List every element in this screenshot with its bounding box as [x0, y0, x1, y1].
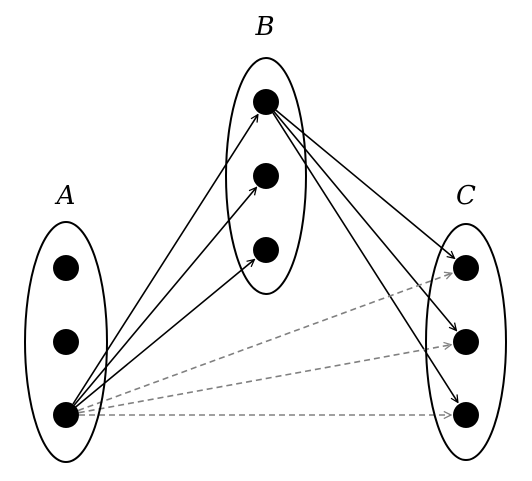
edge-a3-to-b1 [72, 115, 258, 405]
set-b: B [225, 12, 307, 295]
set-c-node-2 [453, 329, 479, 355]
set-b-ellipse [225, 57, 307, 295]
set-c: C [425, 181, 507, 461]
set-b-node-1 [253, 89, 279, 115]
set-a-label: A [55, 181, 76, 211]
set-b-node-3 [253, 237, 279, 263]
set-a-node-3 [53, 402, 79, 428]
set-c-node-3 [453, 402, 479, 428]
set-a-node-1 [53, 255, 79, 281]
set-b-label: B [254, 12, 274, 42]
set-b-node-2 [253, 163, 279, 189]
edge-b1-to-c1 [275, 109, 455, 258]
edge-a3-to-c1 [77, 273, 452, 412]
edge-a3-to-b3 [75, 260, 254, 408]
set-c-label: C [456, 181, 476, 211]
edge-b1-to-c3 [272, 112, 458, 402]
set-a-node-2 [53, 329, 79, 355]
set-a-ellipse [24, 221, 108, 463]
set-a: A [24, 181, 108, 463]
edge-a3-to-b2 [73, 188, 256, 406]
set-c-ellipse [425, 223, 507, 461]
set-c-node-1 [453, 255, 479, 281]
edge-a3-to-c2 [78, 345, 451, 414]
